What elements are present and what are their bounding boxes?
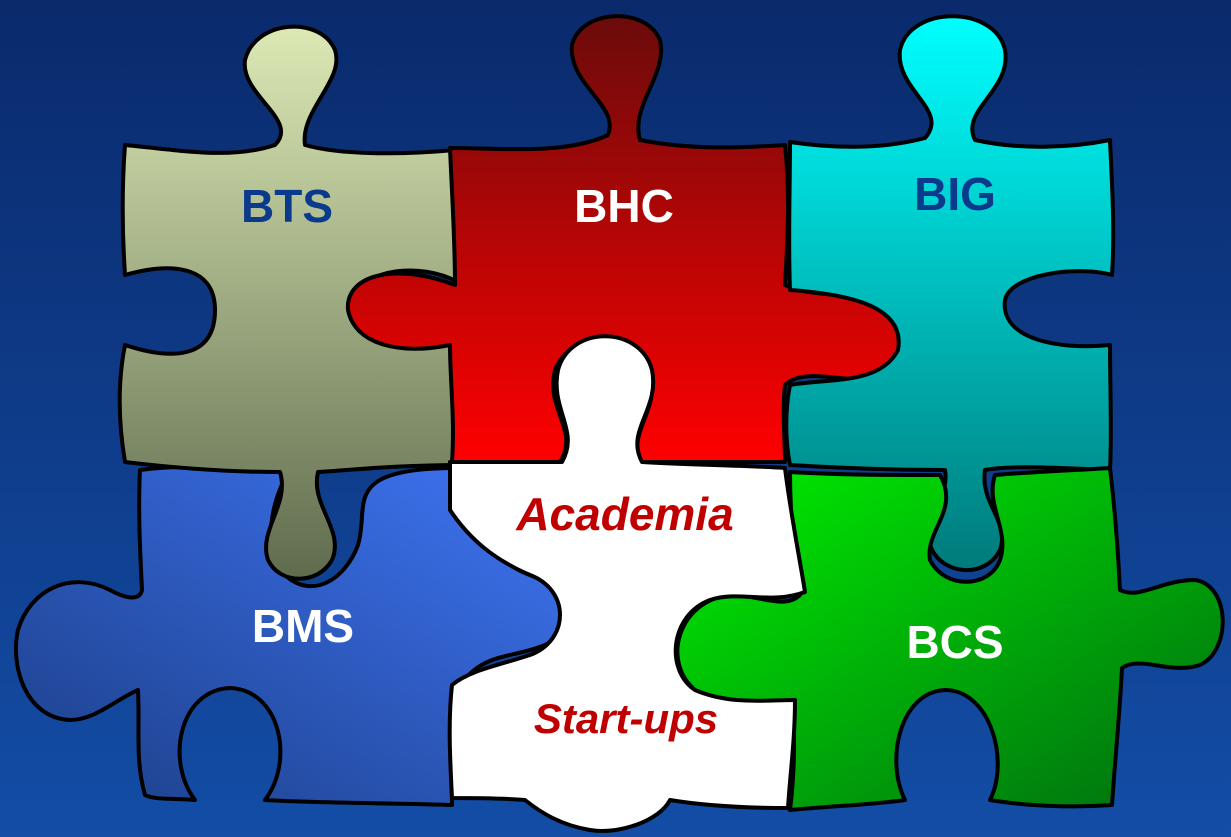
- startups-label: Start-ups: [534, 695, 718, 742]
- center-piece: [447, 334, 807, 833]
- bhc-label: BHC: [574, 180, 674, 232]
- big-label: BIG: [914, 168, 996, 220]
- bts-label: BTS: [241, 180, 333, 232]
- bms-label: BMS: [252, 600, 354, 652]
- bcs-label: BCS: [906, 616, 1003, 668]
- big-piece: [784, 14, 1116, 573]
- bhc-piece: [345, 14, 908, 465]
- academia-label: Academia: [515, 488, 733, 540]
- bms-piece: [13, 464, 567, 807]
